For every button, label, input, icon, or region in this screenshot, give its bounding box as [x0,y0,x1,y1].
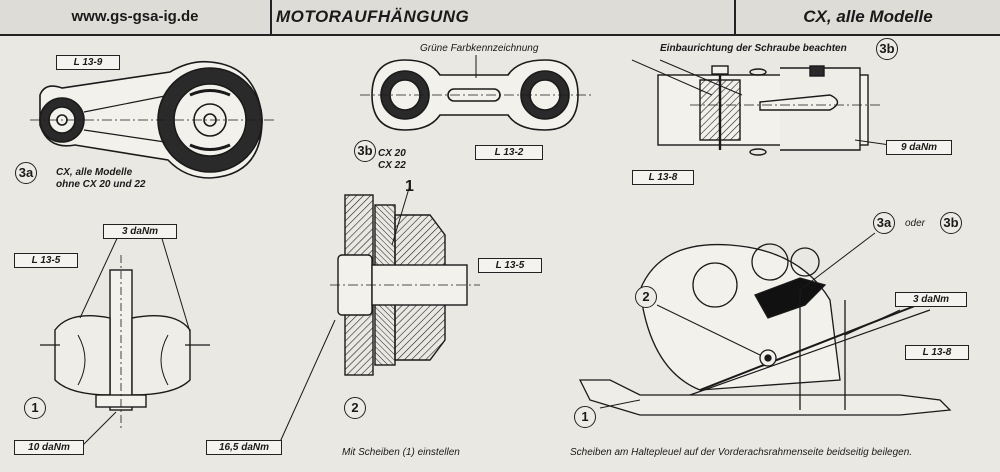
rubber-mount-drawing [40,231,210,447]
ref-3b-middle: 3b [354,140,376,162]
caption-washers: Mit Scheiben (1) einstellen [342,447,460,458]
ref-3b-right: 3b [940,212,962,234]
torque-16-5-danm: 16,5 daNm [206,440,282,455]
header-divider [270,0,272,34]
header-bar: www.gs-gsa-ig.de MOTORAUFHÄNGUNG CX, all… [0,0,1000,36]
caption-washer-placement: Scheiben am Haltepleuel auf der Vorderac… [570,447,913,458]
part-number-l13-5-mid: L 13-5 [478,258,542,273]
ref-2-right: 2 [635,286,657,308]
ref-3b-top: 3b [876,38,898,60]
cx22-label: CX 22 [378,160,406,171]
ref-1-right: 1 [574,406,596,428]
part-number-l13-8-bottom: L 13-8 [905,345,969,360]
model-note-line2: ohne CX 20 und 22 [56,179,146,190]
models-title: CX, alle Modelle [803,7,933,26]
mount-link-3a-drawing [30,60,275,179]
oder-label: oder [905,218,926,229]
torque-10-danm: 10 daNm [14,440,84,455]
header-divider [734,0,736,34]
model-note: CX, alle Modelle ohne CX 20 und 22 [56,167,145,191]
torque-9-danm: 9 daNm [886,140,952,155]
model-note-line1: CX, alle Modelle [56,167,133,178]
ref-2-middle: 2 [344,397,366,419]
ref-3a-right: 3a [873,212,895,234]
cx20-label: CX 20 [378,148,406,159]
bolt-detail-drawing [631,59,891,156]
ref-3a-left: 3a [15,162,37,184]
color-marking-note: Grüne Farbkennzeichnung [420,43,539,54]
page-title: MOTORAUFHÄNGUNG [276,7,470,26]
torque-3-danm-left: 3 daNm [103,224,177,239]
section-callout-1: 1 [405,178,414,195]
cx-variants-note: CX 20 CX 22 [378,148,406,172]
mount-section-drawing [279,184,480,443]
part-number-l13-2: L 13-2 [475,145,543,160]
website-url: www.gs-gsa-ig.de [71,8,199,25]
part-number-l13-5-left: L 13-5 [14,253,78,268]
dogbone-link-drawing [360,55,592,131]
bolt-direction-note: Einbaurichtung der Schraube beachten [660,43,847,54]
part-number-l13-8-top: L 13-8 [632,170,694,185]
torque-3-danm-right: 3 daNm [895,292,967,307]
ref-1-left: 1 [24,397,46,419]
engine-assembly-drawing [578,232,952,416]
part-number-l13-9: L 13-9 [56,55,120,70]
